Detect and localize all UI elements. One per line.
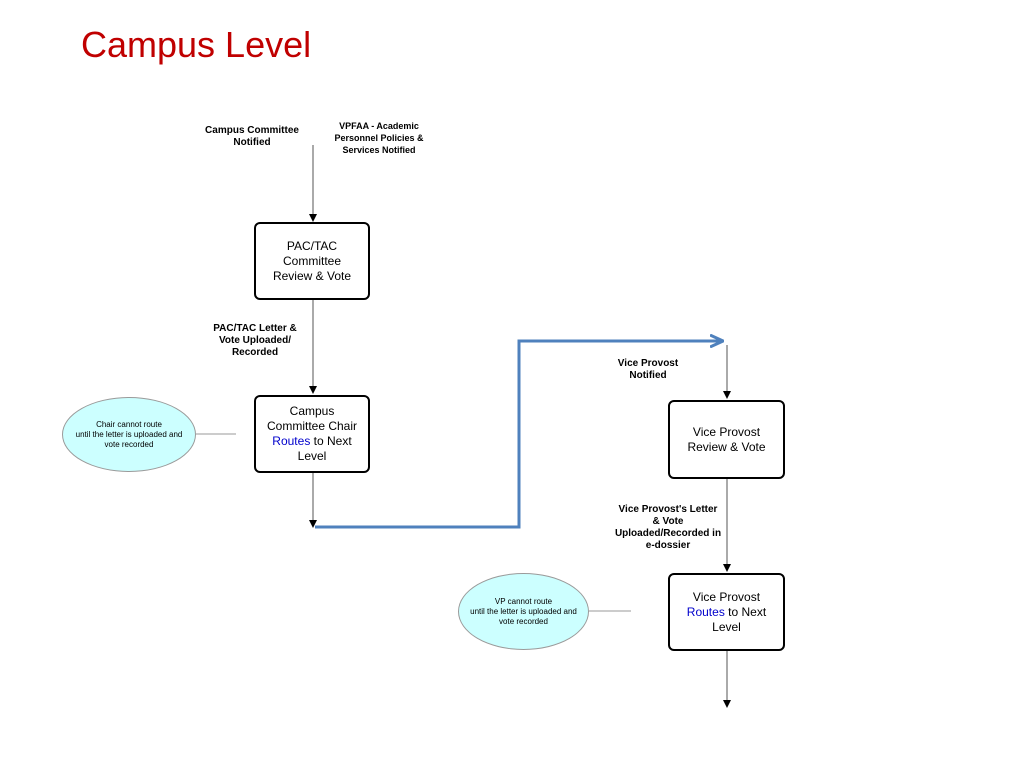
campus-chair-suffix: to Next Level <box>297 434 352 463</box>
vice-provost-letter-label: Vice Provost's Letter & Vote Uploaded/Re… <box>614 504 722 551</box>
campus-chair-routes-box: Campus Committee Chair Routes to Next Le… <box>254 395 370 473</box>
vice-provost-routes-text: Vice Provost Routes to Next Level <box>676 590 777 635</box>
routes-word: Routes <box>686 604 725 619</box>
vice-provost-review-box: Vice Provost Review & Vote <box>668 400 785 479</box>
campus-chair-routes-text: Campus Committee Chair Routes to Next Le… <box>262 404 362 464</box>
vp-note-line1: VP cannot route <box>494 596 553 606</box>
vice-provost-prefix: Vice Provost <box>692 589 761 604</box>
routes-word: Routes <box>272 434 311 448</box>
vp-note-line2: until the letter is uploaded and vote re… <box>470 606 577 626</box>
campus-committee-notified-label: Campus Committee Notified <box>205 125 299 148</box>
pac-tac-review-text: PAC/TAC Committee Review & Vote <box>272 238 352 283</box>
pac-tac-review-box: PAC/TAC Committee Review & Vote <box>254 222 370 300</box>
chair-note-line1: Chair cannot route <box>96 419 162 429</box>
chair-note-line2: until the letter is uploaded and vote re… <box>75 429 183 449</box>
vice-provost-suffix: to Next Level <box>712 604 767 634</box>
vice-provost-review-text: Vice Provost Review & Vote <box>687 424 766 454</box>
pac-tac-letter-label: PAC/TAC Letter & Vote Uploaded/ Recorded <box>213 323 297 358</box>
flow-connector-arrow <box>315 341 722 529</box>
page-title: Campus Level <box>81 24 312 65</box>
vpfaa-notified-label: VPFAA - Academic Personnel Policies & Se… <box>334 121 424 155</box>
campus-chair-prefix: Campus Committee Chair <box>266 404 358 433</box>
vice-provost-routes-box: Vice Provost Routes to Next Level <box>668 573 785 651</box>
vice-provost-notified-label: Vice Provost Notified <box>617 358 679 381</box>
